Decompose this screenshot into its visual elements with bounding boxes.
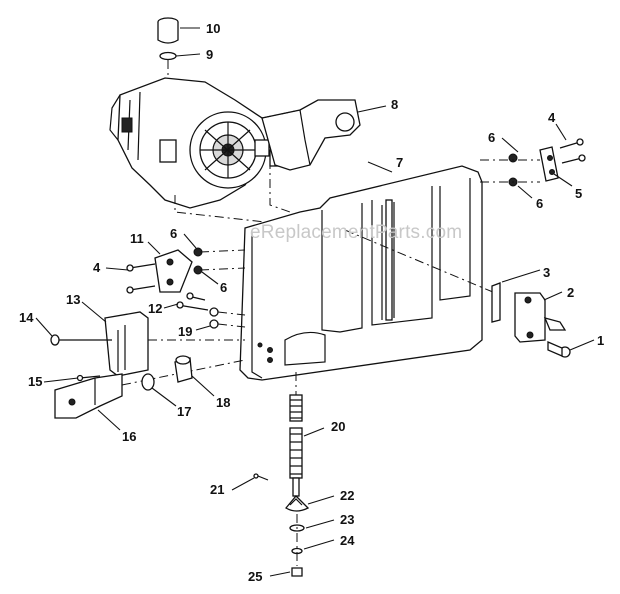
watermark-text: eReplacementParts.com [250, 222, 462, 243]
callout-11: 11 [130, 231, 144, 246]
callout-labels: 10 9 8 7 6 4 5 6 11 6 4 6 3 2 1 13 14 12… [19, 21, 604, 584]
bracket-parts-left [126, 247, 246, 294]
callout-19: 19 [178, 324, 192, 339]
main-plate [239, 165, 501, 381]
callout-6-top: 6 [488, 130, 495, 145]
clamp-parts-right [491, 282, 571, 358]
callout-25: 25 [248, 569, 262, 584]
callout-23: 23 [340, 512, 354, 527]
callout-12: 12 [148, 301, 162, 316]
callout-22: 22 [340, 488, 354, 503]
callout-7: 7 [396, 155, 403, 170]
bushing-part [157, 17, 179, 78]
callout-6-right: 6 [536, 196, 543, 211]
lead-screw-assembly [253, 372, 310, 577]
leader-lines [35, 27, 595, 577]
bracket-parts-right [480, 138, 586, 187]
callout-5: 5 [575, 186, 582, 201]
callout-1: 1 [597, 333, 604, 348]
callout-21: 21 [210, 482, 224, 497]
callout-10: 10 [206, 21, 220, 36]
callout-6-mid: 6 [170, 226, 177, 241]
callout-14: 14 [19, 310, 34, 325]
motor-assembly [109, 77, 361, 223]
callout-16: 16 [122, 429, 136, 444]
callout-18: 18 [216, 395, 230, 410]
callout-4-top: 4 [548, 110, 556, 125]
callout-17: 17 [177, 404, 191, 419]
callout-20: 20 [331, 419, 345, 434]
screw-washer-parts [176, 292, 246, 329]
callout-4-left: 4 [93, 260, 101, 275]
callout-24: 24 [340, 533, 355, 548]
callout-15: 15 [28, 374, 42, 389]
callout-3: 3 [543, 265, 550, 280]
callout-13: 13 [66, 292, 80, 307]
callout-2: 2 [567, 285, 574, 300]
callout-9: 9 [206, 47, 213, 62]
callout-6-left: 6 [220, 280, 227, 295]
knob-ring-parts [141, 355, 193, 391]
callout-8: 8 [391, 97, 398, 112]
angle-bracket-13 [50, 311, 245, 377]
